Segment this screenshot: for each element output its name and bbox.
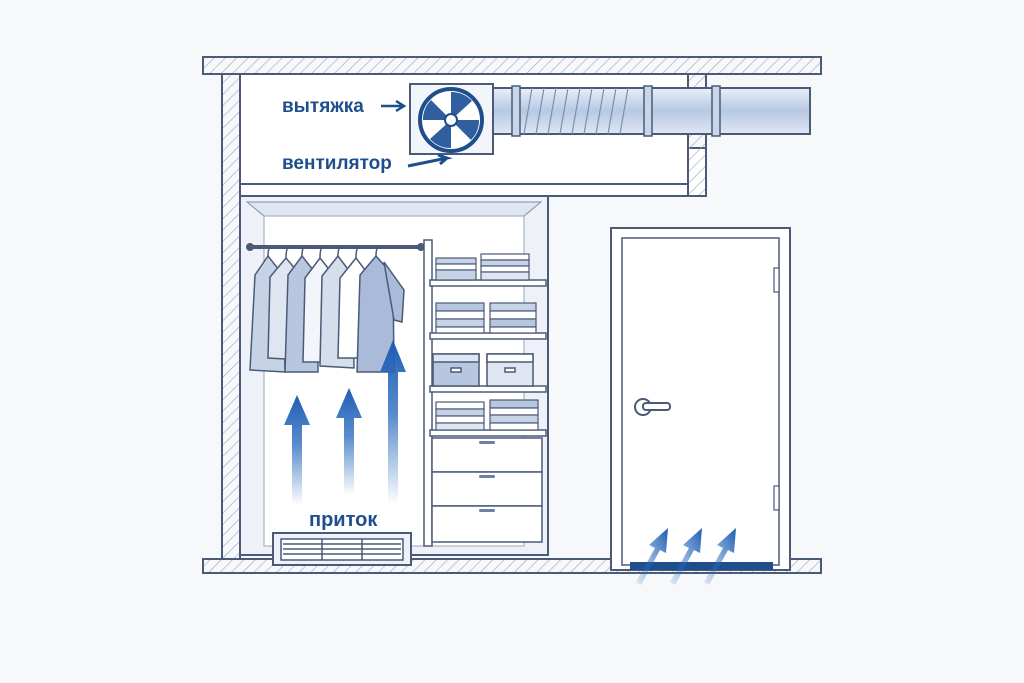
closet-airflow-arrows [284,340,406,505]
hanging-clothes [249,246,405,373]
drawer-handle-icon [479,441,495,444]
left-wall [221,73,241,560]
fan-icon [409,83,494,155]
fan-label: вентилятор [282,153,392,174]
supply-label: приток [309,509,378,531]
drawer-handle-icon [479,509,495,512]
exhaust-arrow-icon [381,99,407,113]
vent-grille-icon [272,532,412,566]
exhaust-label: вытяжка [282,96,364,117]
door-undercut-gap [630,562,773,570]
clothes-rail [246,243,425,251]
door [610,227,791,571]
door-handle-icon [634,398,671,416]
fan-pointer-arrow-icon [407,153,453,168]
shelving-unit [423,239,547,547]
ceiling [202,56,822,75]
door-airflow-arrows [636,528,736,585]
exhaust-duct [492,85,811,137]
drawer-handle-icon [479,475,495,478]
